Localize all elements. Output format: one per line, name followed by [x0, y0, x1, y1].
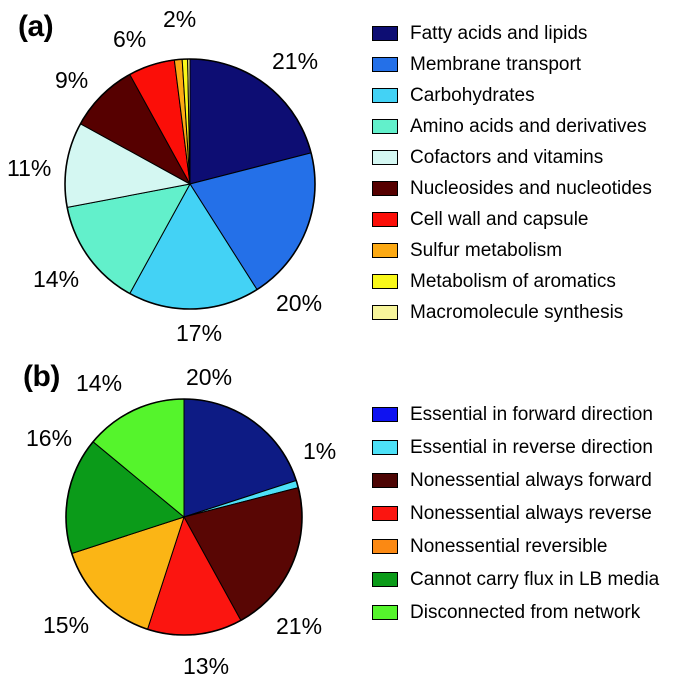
legend-color-swatch	[372, 119, 398, 134]
legend-color-swatch	[372, 26, 398, 41]
pie-percent-label: 15%	[43, 612, 90, 638]
legend-item-label: Membrane transport	[410, 54, 582, 75]
legend-color-swatch	[372, 572, 398, 587]
pie-chart-a	[64, 58, 316, 310]
pie-percent-label: 1%	[303, 438, 337, 464]
legend-item[interactable]: Cofactors and vitamins	[372, 142, 652, 173]
pie-percent-label: 16%	[26, 425, 73, 451]
pie-percent-label: 2%	[163, 6, 197, 32]
legend-item-label: Cannot carry flux in LB media	[410, 569, 660, 590]
legend-color-swatch	[372, 473, 398, 488]
legend-color-swatch	[372, 605, 398, 620]
legend-item-label: Nucleosides and nucleotides	[410, 178, 652, 199]
legend-item-label: Nonessential reversible	[410, 536, 608, 557]
legend-item-label: Amino acids and derivatives	[410, 116, 647, 137]
legend-item-label: Carbohydrates	[410, 85, 535, 106]
legend-item[interactable]: Sulfur metabolism	[372, 235, 652, 266]
legend-item-label: Nonessential always forward	[410, 470, 652, 491]
pie-percent-label: 6%	[113, 26, 147, 52]
panel-a-tag: (a)	[18, 10, 54, 43]
legend-color-swatch	[372, 57, 398, 72]
legend-item[interactable]: Cannot carry flux in LB media	[372, 563, 659, 596]
pie-percent-label: 20%	[276, 290, 323, 316]
pie-percent-label: 14%	[76, 370, 123, 396]
pie-outline	[65, 398, 303, 636]
legend-item-label: Sulfur metabolism	[410, 240, 563, 261]
legend-item-label: Essential in reverse direction	[410, 437, 653, 458]
legend-item-label: Macromolecule synthesis	[410, 302, 624, 323]
legend-item[interactable]: Essential in forward direction	[372, 398, 659, 431]
pie-chart-b	[65, 398, 303, 636]
pie-percent-label: 17%	[176, 320, 223, 346]
legend-item-label: Disconnected from network	[410, 602, 641, 623]
panel-b-tag: (b)	[23, 360, 60, 393]
legend-item[interactable]: Nucleosides and nucleotides	[372, 173, 652, 204]
legend-color-swatch	[372, 181, 398, 196]
legend-color-swatch	[372, 88, 398, 103]
legend-item-label: Essential in forward direction	[410, 404, 653, 425]
legend-item-label: Nonessential always reverse	[410, 503, 652, 524]
pie-outline	[64, 58, 316, 310]
legend-item[interactable]: Nonessential always reverse	[372, 497, 659, 530]
legend-color-swatch	[372, 407, 398, 422]
legend-item[interactable]: Nonessential always forward	[372, 464, 659, 497]
pie-percent-label: 21%	[276, 613, 323, 639]
legend-item[interactable]: Carbohydrates	[372, 80, 652, 111]
legend-item[interactable]: Nonessential reversible	[372, 530, 659, 563]
legend-color-swatch	[372, 440, 398, 455]
pie-percent-label: 11%	[7, 155, 52, 181]
legend-color-swatch	[372, 243, 398, 258]
legend-item[interactable]: Essential in reverse direction	[372, 431, 659, 464]
legend-item[interactable]: Fatty acids and lipids	[372, 18, 652, 49]
pie-percent-label: 9%	[55, 67, 89, 93]
legend-item[interactable]: Metabolism of aromatics	[372, 266, 652, 297]
pie-percent-label: 13%	[183, 653, 230, 679]
legend-color-swatch	[372, 150, 398, 165]
legend-item[interactable]: Cell wall and capsule	[372, 204, 652, 235]
legend-item-label: Metabolism of aromatics	[410, 271, 616, 292]
pie-percent-label: 20%	[186, 364, 233, 390]
legend-color-swatch	[372, 506, 398, 521]
legend-item[interactable]: Amino acids and derivatives	[372, 111, 652, 142]
legend-item[interactable]: Macromolecule synthesis	[372, 297, 652, 328]
legend-color-swatch	[372, 274, 398, 289]
legend-item[interactable]: Membrane transport	[372, 49, 652, 80]
legend-item-label: Fatty acids and lipids	[410, 23, 588, 44]
pie-percent-label: 21%	[272, 48, 319, 74]
pie-percent-label: 14%	[33, 266, 80, 292]
legend-item-label: Cofactors and vitamins	[410, 147, 604, 168]
legend-color-swatch	[372, 539, 398, 554]
legend-item-label: Cell wall and capsule	[410, 209, 589, 230]
legend-item[interactable]: Disconnected from network	[372, 596, 659, 629]
legend-color-swatch	[372, 305, 398, 320]
legend-color-swatch	[372, 212, 398, 227]
